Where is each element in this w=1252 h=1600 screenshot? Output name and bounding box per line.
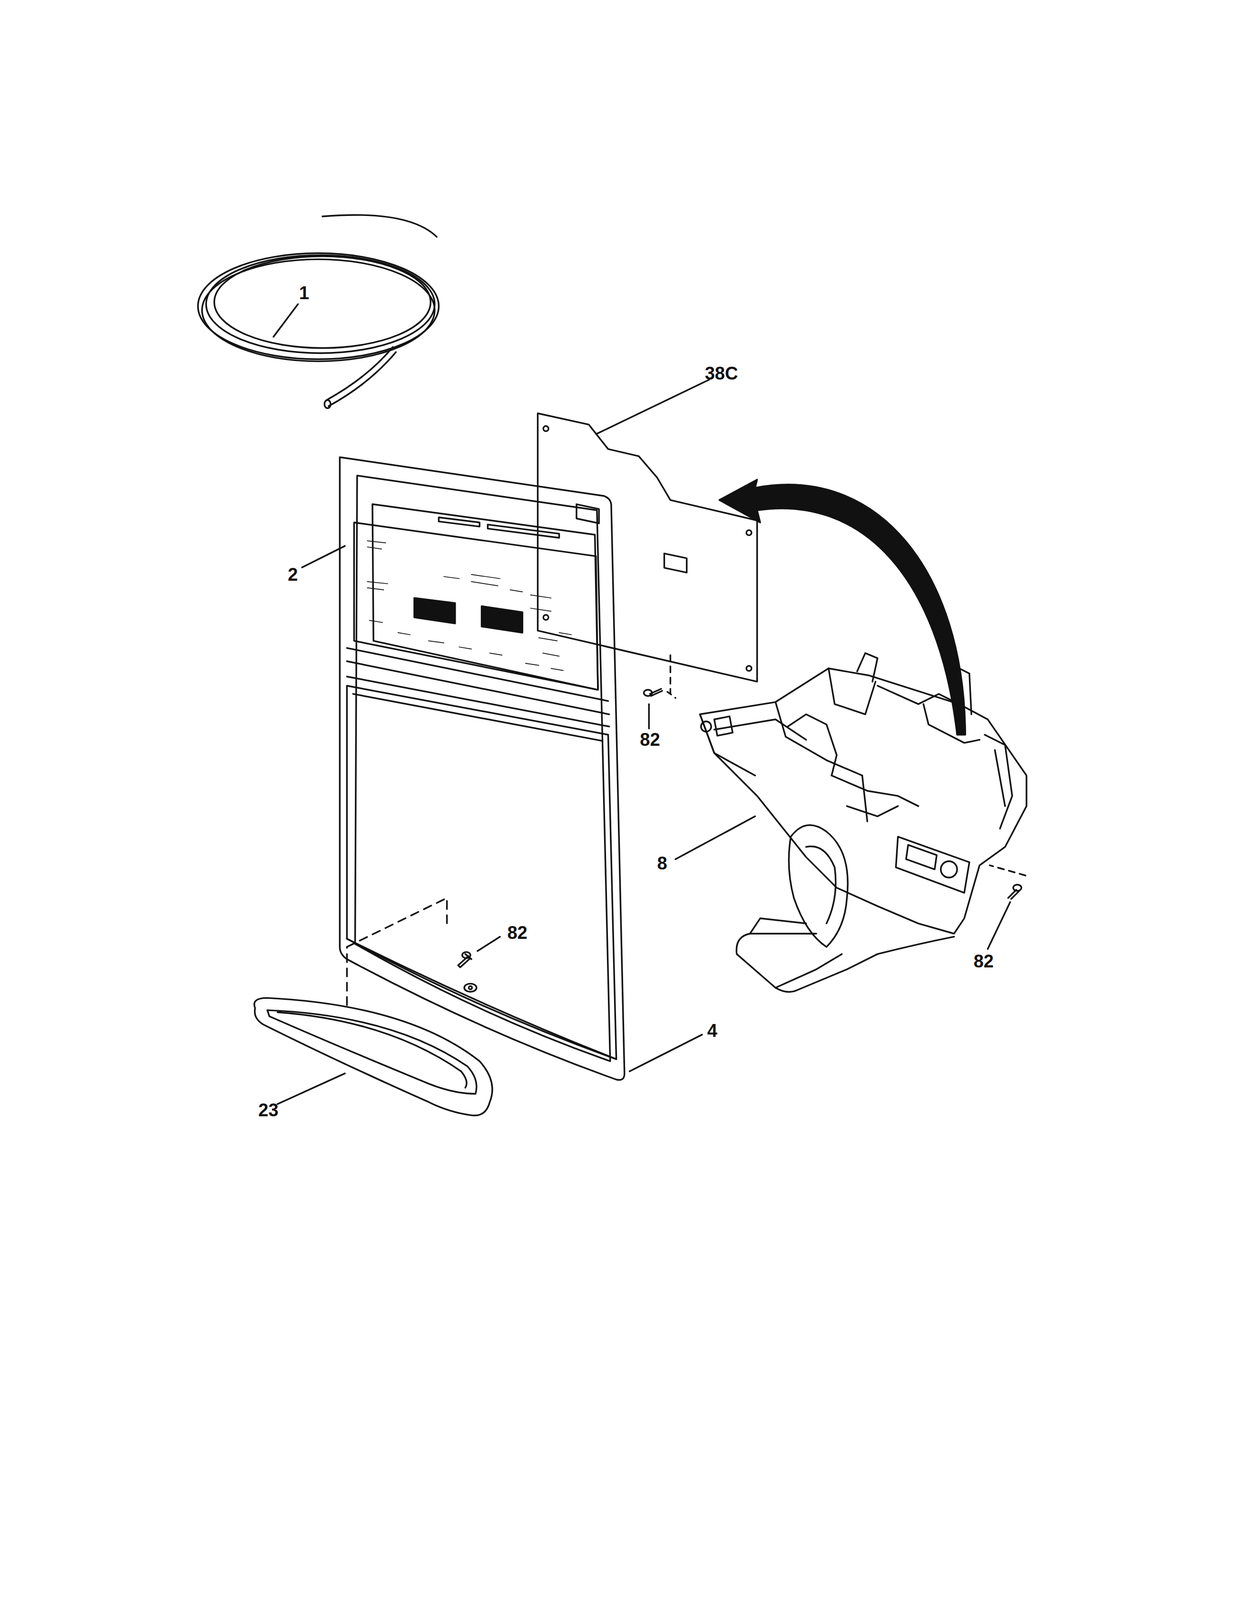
callout-number: 82 [639,730,660,749]
callout-number: 38C [704,364,739,383]
screw [458,952,472,968]
callout-number: 2 [287,565,298,584]
drip-tray [254,997,493,1116]
callout-number: 82 [973,952,994,971]
dispenser-housing [700,653,1027,992]
callout-number: 23 [258,1101,279,1120]
assembly-arrow [719,479,966,735]
callout-number: 4 [707,1021,718,1040]
tubing-coil [197,215,439,409]
screw [1007,884,1022,900]
dispenser-panel [339,457,625,1080]
control-board [537,413,757,682]
callout-number: 82 [507,923,528,942]
callout-number: 1 [299,283,310,303]
screw [644,688,663,696]
callout-number: 8 [657,854,668,873]
